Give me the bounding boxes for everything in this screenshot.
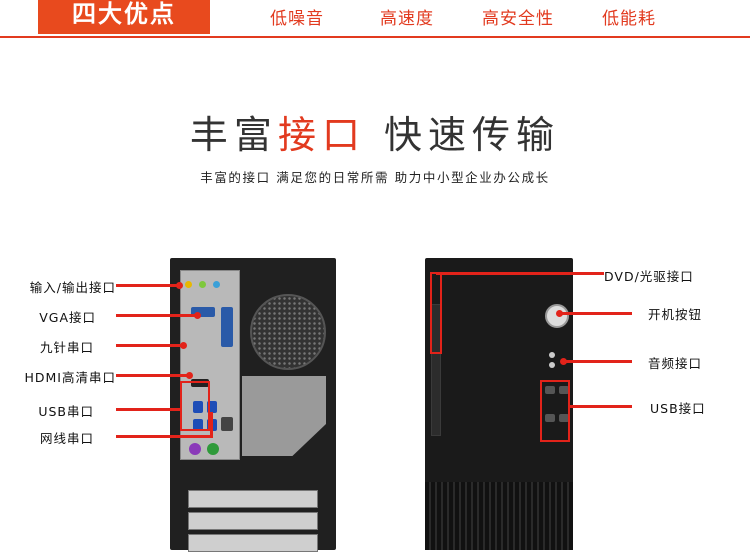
audio-jack — [199, 281, 206, 288]
front-usb-highlight-box — [540, 380, 570, 442]
leader-dot — [186, 372, 193, 379]
ps2-port — [207, 443, 219, 455]
label-io-port: 输入/输出接口 — [29, 280, 116, 295]
ps2-port — [189, 443, 201, 455]
feature-high-security: 高安全性 — [482, 9, 554, 29]
feature-low-noise: 低噪音 — [270, 9, 324, 29]
leader-line — [564, 360, 632, 363]
leader-line — [116, 284, 178, 287]
advantages-badge: 四大优点 — [38, 0, 210, 34]
top-banner: 四大优点 低噪音 高速度 高安全性 低能耗 — [0, 0, 750, 38]
vga-port — [191, 307, 215, 317]
leader-line — [116, 344, 182, 347]
label-hdmi-port: HDMI高清串口 — [24, 370, 116, 385]
usb-port — [559, 386, 569, 394]
usb-port — [193, 419, 203, 431]
label-vga-port: VGA接口 — [39, 310, 96, 325]
usb-port — [559, 414, 569, 422]
leader-line — [116, 374, 188, 377]
section-title: 丰富接口 快速传输 — [0, 104, 750, 159]
leader-line — [116, 408, 180, 411]
front-vent — [425, 482, 573, 550]
pc-back-view — [170, 258, 336, 552]
dvd-highlight-box — [430, 272, 442, 354]
expansion-slot — [188, 490, 318, 508]
leader-dot — [180, 342, 187, 349]
leader-line — [568, 405, 632, 408]
leader-line — [560, 312, 632, 315]
power-button-icon — [545, 304, 569, 328]
usb-port — [545, 414, 555, 422]
leader-line — [210, 412, 213, 438]
usb-highlight-box — [180, 381, 210, 431]
leader-dot — [556, 310, 563, 317]
title-part-3: 快速传输 — [384, 113, 561, 157]
ethernet-port — [221, 417, 233, 431]
audio-jack — [549, 352, 555, 358]
optical-drive-bay — [431, 304, 441, 436]
leader-dot — [560, 358, 567, 365]
label-usb-port: USB串口 — [38, 404, 94, 419]
leader-line — [116, 435, 210, 438]
title-highlight: 接口 — [277, 113, 366, 157]
leader-dot — [176, 282, 183, 289]
section-subtitle: 丰富的接口 满足您的日常所需 助力中小型企业办公成长 — [200, 170, 550, 185]
audio-jack — [549, 362, 555, 368]
usb-port — [545, 386, 555, 394]
feature-low-energy: 低能耗 — [602, 9, 656, 29]
label-power-button: 开机按钮 — [648, 307, 703, 322]
label-audio-port: 音频接口 — [648, 356, 703, 371]
hdmi-port — [191, 379, 209, 387]
fan-grille — [250, 294, 326, 370]
rear-io-panel — [180, 270, 240, 460]
leader-dot — [194, 312, 201, 319]
label-front-usb: USB接口 — [650, 401, 706, 416]
feature-high-speed: 高速度 — [380, 9, 434, 29]
leader-line — [116, 314, 198, 317]
audio-jack — [185, 281, 192, 288]
serial-port — [221, 307, 233, 347]
pc-front-view — [425, 258, 573, 550]
label-ethernet-port: 网线串口 — [39, 431, 94, 446]
label-dvd-port: DVD/光驱接口 — [604, 269, 694, 284]
label-serial-port: 九针串口 — [39, 340, 94, 355]
leader-line — [436, 272, 604, 275]
expansion-slot — [188, 534, 318, 552]
usb-port — [207, 401, 217, 413]
usb-port — [193, 401, 203, 413]
title-part-1: 丰富 — [189, 113, 278, 157]
expansion-slot — [188, 512, 318, 530]
vent-mesh — [242, 376, 326, 456]
audio-jack — [213, 281, 220, 288]
